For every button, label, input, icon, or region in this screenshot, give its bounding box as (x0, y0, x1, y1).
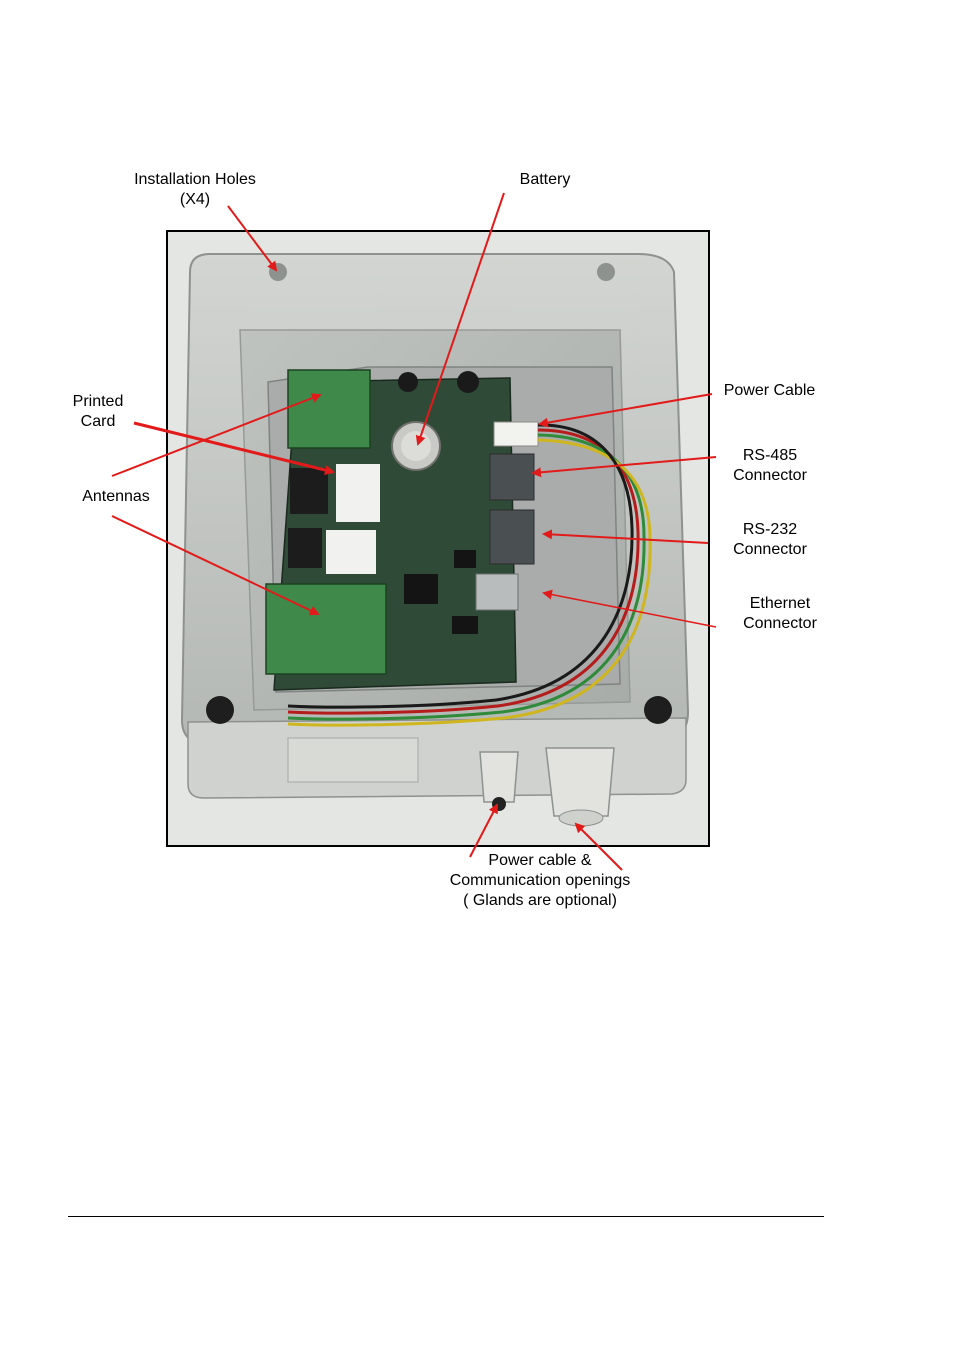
label-line: Installation Holes (134, 171, 256, 188)
label-line: ( Glands are optional) (463, 892, 617, 909)
capacitor (457, 371, 479, 393)
cable-wire-yellow (287, 438, 652, 727)
label-rs232: RS-232 Connector (720, 520, 820, 560)
footer-rule (68, 1216, 824, 1217)
label-ethernet: Ethernet Connector (730, 594, 830, 634)
label-line: Connector (733, 541, 807, 558)
label-rs485: RS-485 Connector (720, 446, 820, 486)
label-line: Power Cable (723, 382, 816, 399)
arrow-antenna-bottom (111, 515, 320, 616)
rs485-connector (489, 453, 535, 501)
modem-card-top (287, 369, 371, 449)
arrow-rs232 (542, 529, 709, 544)
small-cable-gland (479, 751, 519, 803)
rs232-connector (489, 509, 535, 565)
chip (452, 616, 478, 634)
sim-label (336, 464, 380, 522)
sim-slot (290, 468, 328, 514)
label-line: Battery (519, 171, 571, 188)
sim-label (326, 530, 376, 574)
label-line: Card (80, 413, 116, 430)
installation-hole (206, 696, 234, 724)
arrow-power-cable (538, 393, 713, 428)
capacitor (398, 372, 418, 392)
label-line: RS-485 (742, 447, 798, 464)
label-line: Connector (733, 467, 807, 484)
installation-hole (597, 263, 615, 281)
processor-chip (404, 574, 438, 604)
arrow-rs485 (531, 456, 717, 478)
arrow-small-opening (469, 803, 498, 858)
arrow-ethernet (542, 589, 717, 628)
ethernet-jack (475, 573, 519, 611)
installation-hole (644, 696, 672, 724)
product-sticker (287, 737, 419, 783)
power-plug (493, 421, 539, 447)
label-power-cable: Power Cable (712, 381, 827, 401)
label-line: RS-232 (742, 521, 798, 538)
label-antennas: Antennas (68, 487, 164, 507)
large-cable-gland (545, 747, 615, 817)
label-battery: Battery (505, 170, 585, 190)
label-line: (X4) (179, 191, 211, 208)
arrow-printed-card (133, 421, 335, 475)
chip (454, 550, 476, 568)
label-line: Ethernet (749, 595, 811, 612)
label-line: Antennas (82, 488, 150, 505)
cable-wire-black (287, 423, 634, 709)
label-installation-holes: Installation Holes (X4) (120, 170, 270, 210)
label-line: Printed (72, 393, 124, 410)
arrow-battery (415, 192, 505, 446)
label-line: Communication openings (449, 872, 631, 889)
arrow-antenna-top (111, 393, 322, 477)
sim-slot (288, 528, 322, 568)
label-line: Connector (743, 615, 817, 632)
label-openings: Power cable & Communication openings ( G… (440, 851, 640, 911)
arrow-installation-holes (227, 205, 278, 272)
arrow-large-opening (574, 822, 623, 871)
label-printed-card: Printed Card (58, 392, 138, 432)
label-line: Power cable & (488, 852, 592, 869)
